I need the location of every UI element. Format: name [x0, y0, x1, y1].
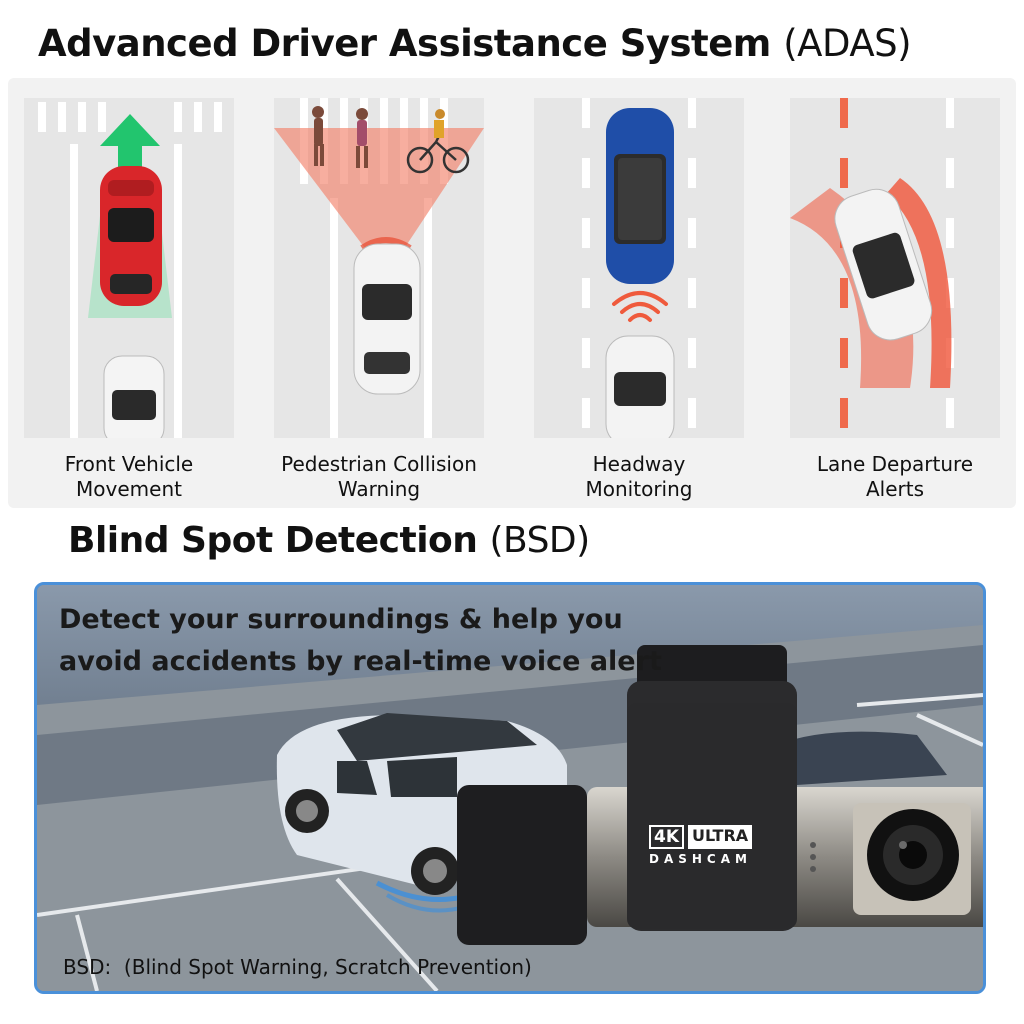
radar-wave-icon	[612, 291, 668, 322]
badge-dashcam: DASHCAM	[649, 852, 752, 866]
bsd-title: Blind Spot Detection (BSD)	[68, 520, 590, 561]
headway-panel	[534, 98, 744, 438]
caption-front-vehicle: Front Vehicle Movement	[64, 452, 194, 501]
bsd-description: Detect your surroundings & help you avoi…	[59, 604, 662, 677]
caption-headway: Headway Monitoring	[585, 452, 693, 501]
pedestrian-panel	[274, 98, 484, 438]
caption-lane-departure: Lane Departure Alerts	[816, 452, 974, 501]
bsd-panel: Detect your surroundings & help you avoi…	[34, 582, 986, 994]
lane-departure-panel	[790, 98, 1000, 438]
red-car	[100, 166, 162, 306]
white-car-drifting	[834, 188, 933, 341]
badge-ultra: ULTRA	[688, 825, 753, 849]
bsd-title-main: Blind Spot Detection	[68, 520, 478, 561]
green-arrow-icon	[100, 114, 160, 170]
bsd-title-abbr: (BSD)	[489, 520, 590, 561]
adas-feature-strip: Front Vehicle Movement	[8, 78, 1016, 508]
camera-lens-icon	[867, 809, 959, 901]
dashcam-badge: 4K ULTRA DASHCAM	[649, 825, 777, 866]
bsd-scene	[37, 585, 983, 991]
adas-title: Advanced Driver Assistance System (ADAS)	[38, 22, 912, 65]
caption-pedestrian: Pedestrian Collision Warning	[281, 452, 477, 501]
dashcam	[457, 645, 983, 945]
badge-4k: 4K	[649, 825, 685, 849]
adas-title-main: Advanced Driver Assistance System	[38, 22, 771, 65]
rear-car	[777, 731, 947, 785]
white-car-rear	[103, 355, 165, 438]
pedestrian-icon	[312, 106, 368, 168]
blue-car	[606, 108, 674, 284]
bsd-note: BSD: (Blind Spot Warning, Scratch Preven…	[63, 955, 532, 979]
white-car-follow	[605, 335, 675, 438]
front-vehicle-panel	[24, 98, 234, 438]
cyclist-icon	[406, 109, 470, 174]
white-car-ego	[353, 243, 421, 395]
adas-title-abbr: (ADAS)	[783, 22, 912, 65]
